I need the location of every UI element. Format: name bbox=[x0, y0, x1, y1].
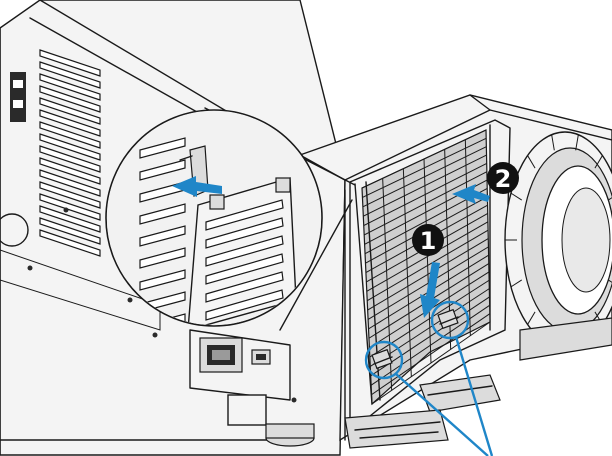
lens-rib bbox=[575, 134, 579, 151]
step-1-label: 1 bbox=[420, 227, 437, 255]
mesh-line bbox=[423, 158, 432, 364]
vent-slot bbox=[39, 73, 101, 101]
lens-rib bbox=[607, 197, 612, 201]
magnified-detail-inset bbox=[105, 107, 356, 331]
inset-panel-slot bbox=[205, 235, 284, 267]
mesh-line bbox=[464, 139, 471, 336]
down-arrow-icon bbox=[420, 262, 440, 318]
vent-slot bbox=[39, 109, 101, 137]
lens-rib bbox=[527, 155, 536, 169]
mesh-line bbox=[382, 178, 393, 391]
vent-slot bbox=[39, 157, 101, 185]
lens-rib bbox=[510, 192, 523, 201]
vent-slot bbox=[39, 61, 101, 89]
power-inlet bbox=[199, 337, 271, 373]
inset-panel-slot bbox=[205, 199, 284, 231]
step-badge-2: 2 bbox=[487, 162, 519, 194]
inset-slot bbox=[139, 137, 186, 159]
filter-tab-left bbox=[371, 348, 393, 370]
callout-leader-lines bbox=[395, 336, 494, 456]
side-vent-slots bbox=[39, 49, 101, 257]
lens-rib bbox=[527, 311, 536, 325]
lens-rib bbox=[607, 279, 612, 283]
vent-slot bbox=[39, 97, 101, 125]
lens-rib bbox=[594, 155, 603, 169]
vent-slot bbox=[39, 169, 101, 197]
lens-rib bbox=[510, 279, 523, 288]
inset-slot bbox=[139, 225, 186, 247]
inset-panel-slot bbox=[205, 217, 284, 249]
side-ports bbox=[0, 72, 297, 403]
vent-slot bbox=[39, 181, 101, 209]
step-2-label: 2 bbox=[495, 165, 512, 193]
vent-slot bbox=[39, 145, 101, 173]
projector-foot-left bbox=[227, 394, 315, 447]
callout-circle-left bbox=[364, 340, 404, 380]
projector-foot-right bbox=[344, 317, 612, 449]
filter-tab-right bbox=[437, 308, 459, 330]
inset-slot bbox=[139, 247, 186, 269]
lower-panel-lines bbox=[0, 249, 301, 441]
vent-slot bbox=[39, 205, 101, 233]
inset-slot bbox=[139, 159, 186, 181]
vent-slot bbox=[39, 217, 101, 245]
inset-panel-slot bbox=[205, 289, 284, 321]
vent-slot bbox=[39, 49, 101, 77]
vent-slot bbox=[39, 85, 101, 113]
inset-slot bbox=[139, 203, 186, 225]
insert-arrow-icon bbox=[452, 184, 490, 204]
inset-panel-slot bbox=[205, 271, 284, 303]
inset-slot bbox=[139, 269, 186, 291]
lens-rib bbox=[551, 134, 555, 151]
mesh-line bbox=[402, 168, 412, 377]
step-badge-1: 1 bbox=[412, 224, 444, 256]
vent-slot bbox=[39, 121, 101, 149]
vent-slot bbox=[39, 193, 101, 221]
inset-panel-slot bbox=[205, 253, 284, 285]
callout-circle-right bbox=[430, 300, 470, 340]
vent-slot bbox=[39, 229, 101, 257]
vent-slot bbox=[39, 133, 101, 161]
projector-lens bbox=[504, 131, 612, 349]
insert-arrow-icon-inset bbox=[172, 176, 222, 197]
